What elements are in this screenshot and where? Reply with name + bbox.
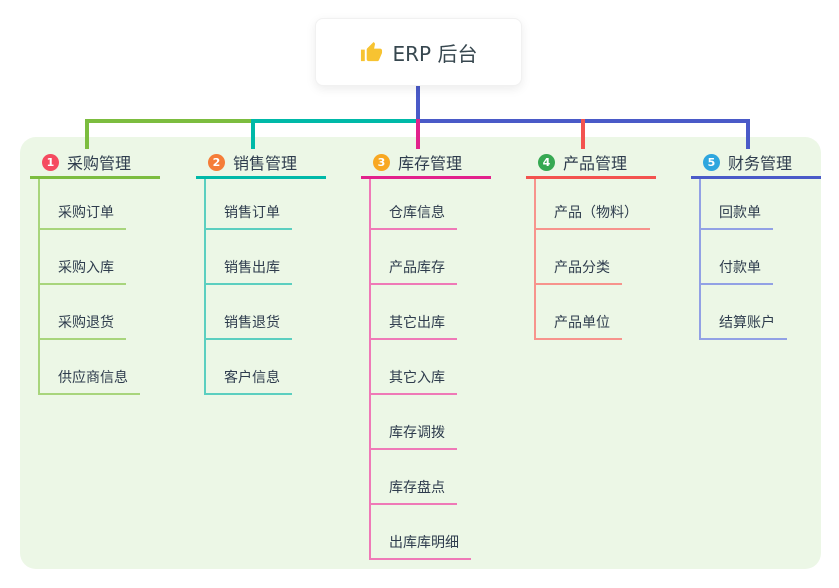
child-node[interactable]: 产品（物料） — [534, 203, 650, 230]
child-node[interactable]: 销售订单 — [204, 203, 292, 230]
child-node[interactable]: 采购订单 — [38, 203, 126, 230]
connector-drop-purchase — [85, 119, 89, 149]
child-node[interactable]: 库存盘点 — [369, 478, 457, 505]
branch-badge: 4 — [538, 153, 555, 171]
connector-root-drop — [416, 84, 420, 123]
connector-horizontal-green — [85, 119, 253, 123]
branch-topic-finance[interactable]: 5 财务管理 — [691, 148, 821, 179]
branch-child-connector — [38, 179, 40, 395]
child-node[interactable]: 采购退货 — [38, 313, 126, 340]
branch-topic-purchase[interactable]: 1 采购管理 — [30, 148, 160, 179]
child-node[interactable]: 其它入库 — [369, 368, 457, 395]
branch-child-connector — [369, 179, 371, 560]
child-node[interactable]: 库存调拨 — [369, 423, 457, 450]
connector-drop-inventory — [416, 119, 420, 149]
branch-child-connector — [204, 179, 206, 395]
child-node[interactable]: 产品单位 — [534, 313, 622, 340]
branch-topic-inventory[interactable]: 3 库存管理 — [361, 148, 491, 179]
child-node[interactable]: 采购入库 — [38, 258, 126, 285]
child-node[interactable]: 产品分类 — [534, 258, 622, 285]
child-node[interactable]: 其它出库 — [369, 313, 457, 340]
branch-topic-label: 产品管理 — [563, 154, 628, 173]
branch-badge: 5 — [703, 153, 720, 171]
child-node[interactable]: 结算账户 — [699, 313, 787, 340]
branch-topic-sales[interactable]: 2 销售管理 — [196, 148, 326, 179]
branch-child-connector — [699, 179, 701, 340]
child-node[interactable]: 产品库存 — [369, 258, 457, 285]
branches-panel — [20, 137, 821, 569]
connector-drop-sales — [251, 119, 255, 149]
connector-drop-finance — [746, 119, 750, 149]
root-node[interactable]: ERP 后台 — [315, 18, 522, 86]
root-label: ERP 后台 — [392, 41, 478, 66]
branch-topic-product[interactable]: 4 产品管理 — [526, 148, 656, 179]
branch-topic-label: 库存管理 — [398, 154, 463, 173]
child-node[interactable]: 销售出库 — [204, 258, 292, 285]
child-node[interactable]: 回款单 — [699, 203, 773, 230]
child-node[interactable]: 出库库明细 — [369, 533, 471, 560]
branch-topic-label: 采购管理 — [67, 154, 132, 173]
connector-drop-product — [581, 119, 585, 149]
thumbs-up-icon — [360, 41, 382, 61]
child-node[interactable]: 供应商信息 — [38, 368, 140, 395]
branch-topic-label: 财务管理 — [728, 154, 793, 173]
connector-horizontal-teal — [253, 119, 418, 123]
branch-topic-label: 销售管理 — [233, 154, 298, 173]
child-node[interactable]: 付款单 — [699, 258, 773, 285]
child-node[interactable]: 仓库信息 — [369, 203, 457, 230]
branch-badge: 1 — [42, 153, 59, 171]
branch-badge: 3 — [373, 153, 390, 171]
child-node[interactable]: 客户信息 — [204, 368, 292, 395]
branch-badge: 2 — [208, 153, 225, 171]
branch-child-connector — [534, 179, 536, 340]
child-node[interactable]: 销售退货 — [204, 313, 292, 340]
